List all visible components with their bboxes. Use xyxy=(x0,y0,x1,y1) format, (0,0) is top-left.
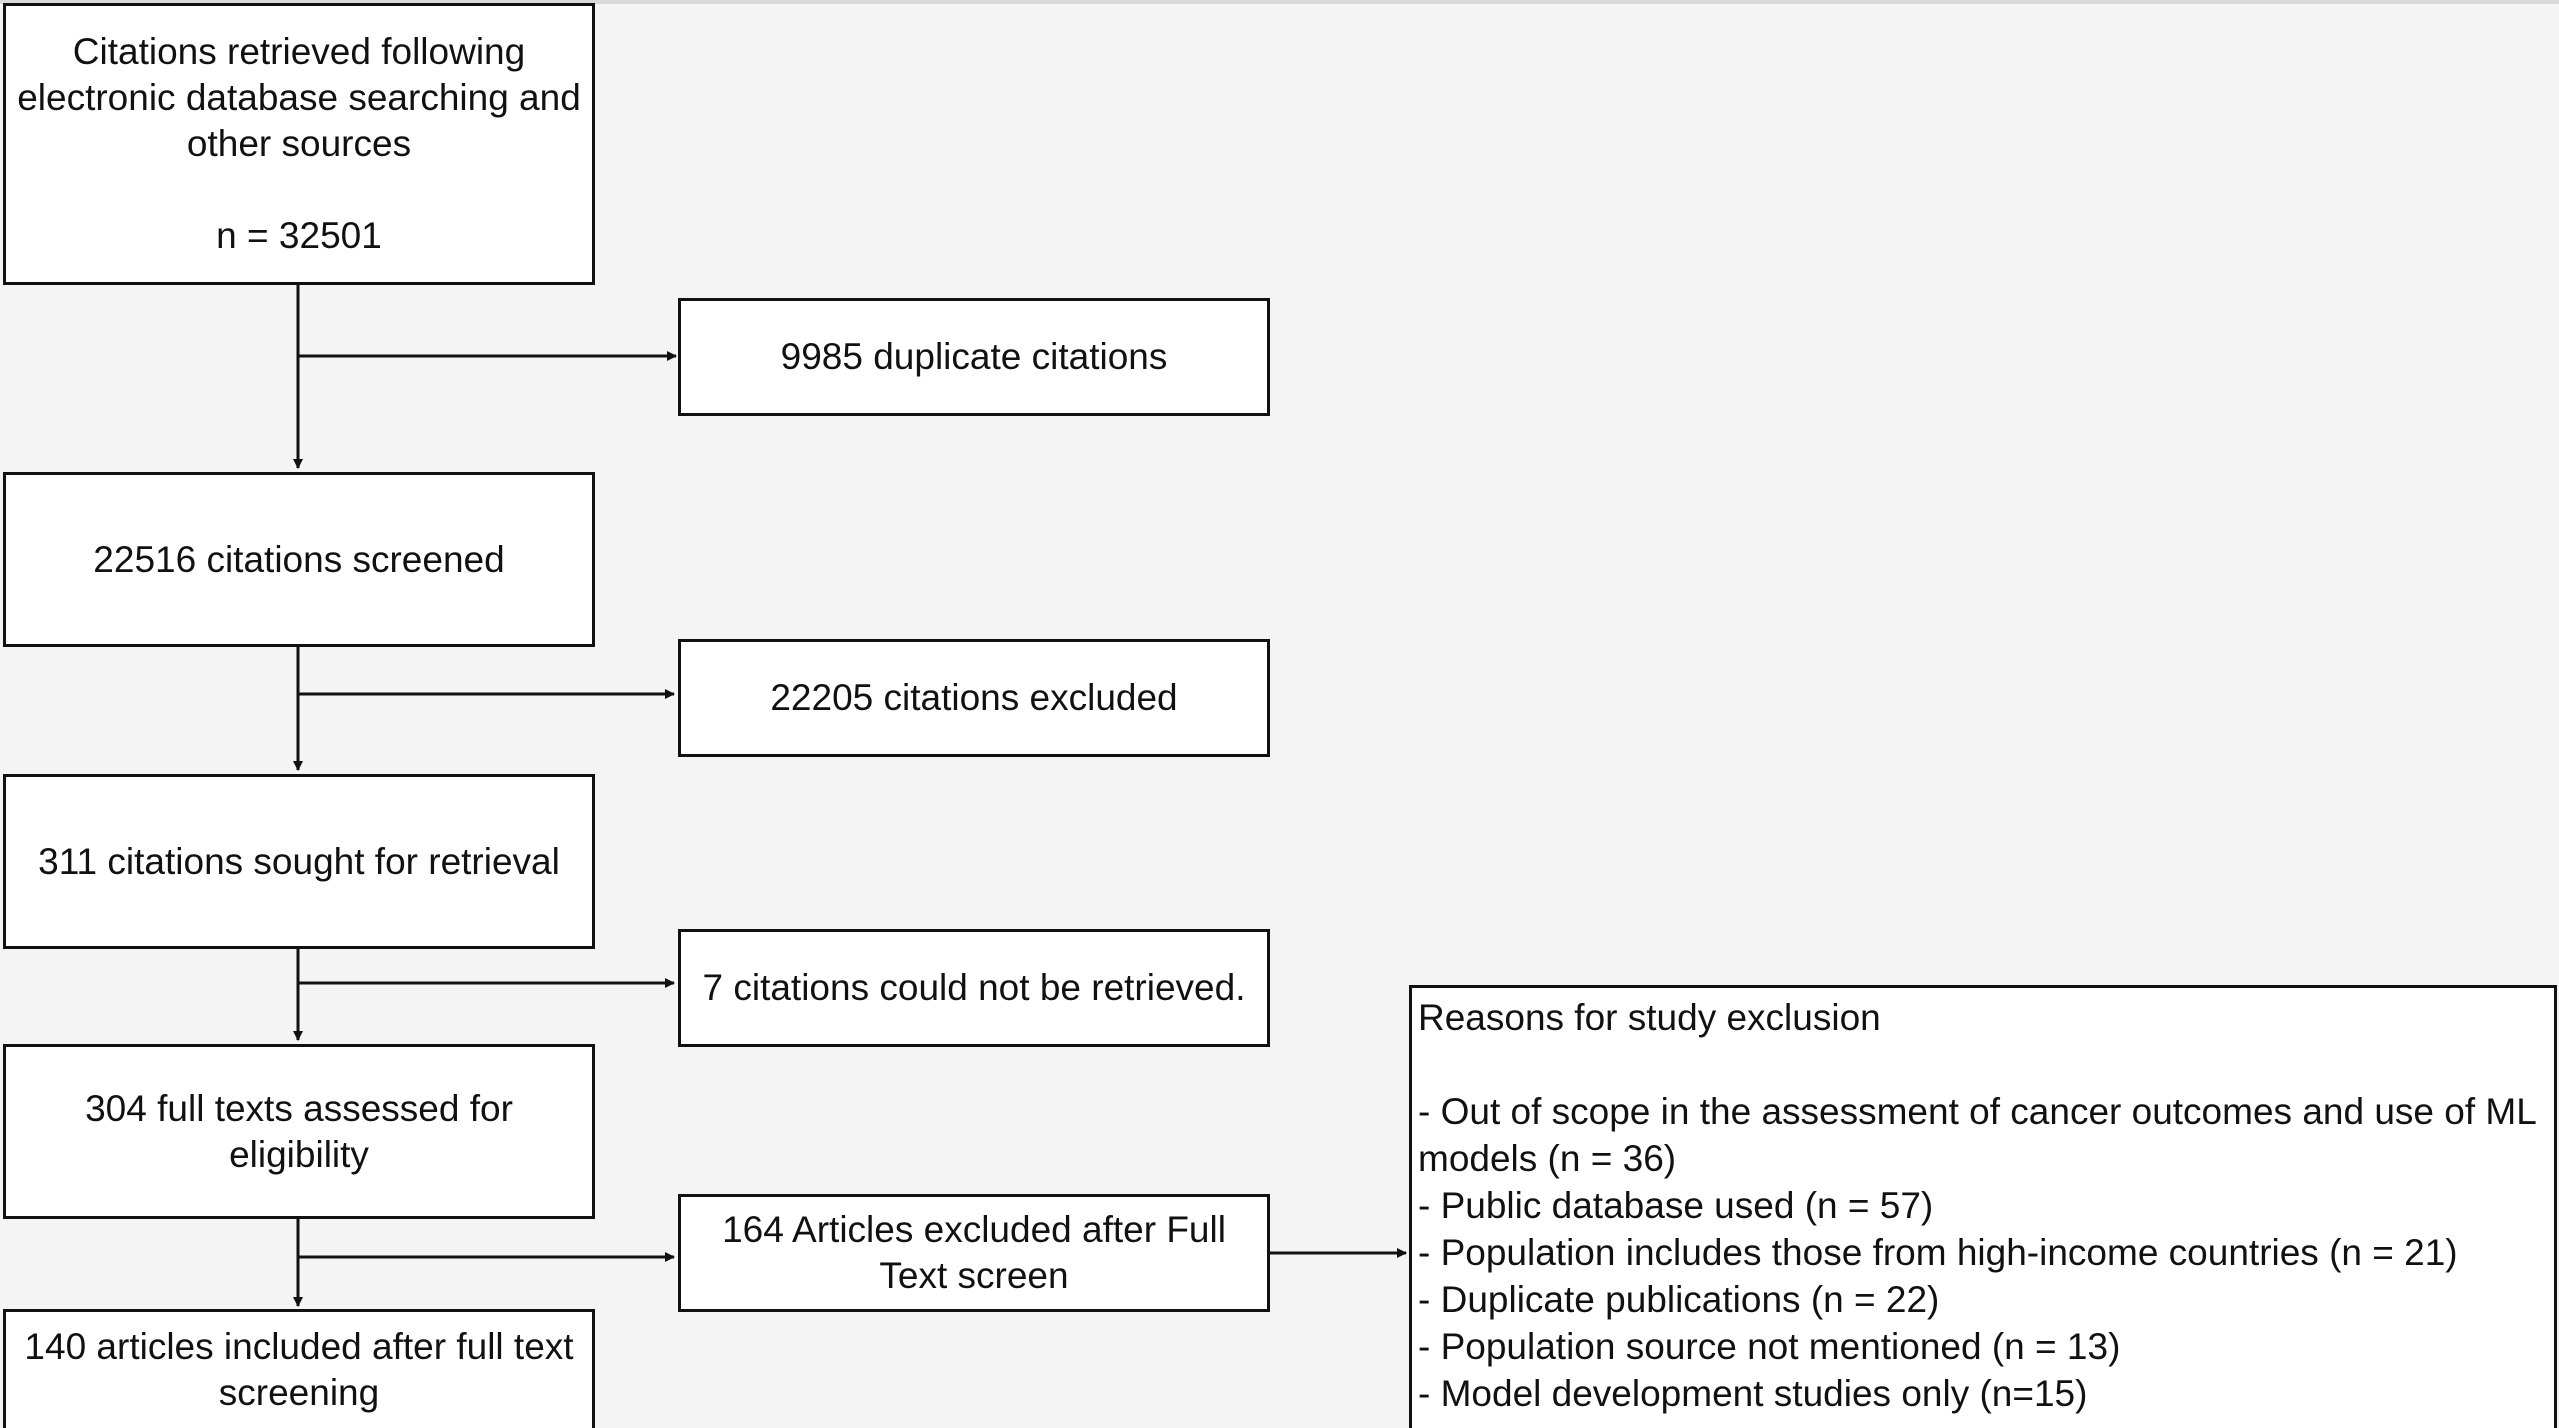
excluded-fulltext-label: 164 Articles excluded after Full Text sc… xyxy=(722,1209,1226,1296)
included-box: 140 articles included after full text sc… xyxy=(3,1309,595,1428)
duplicates-box: 9985 duplicate citations xyxy=(678,298,1270,416)
assessed-label: 304 full texts assessed for eligibility xyxy=(85,1087,513,1175)
reasons-spacer xyxy=(1418,1041,2544,1088)
reason-item-source-not-mentioned: - Population source not mentioned (n = 1… xyxy=(1418,1326,2121,1367)
screened-box: 22516 citations screened xyxy=(3,472,595,647)
sought-box: 311 citations sought for retrieval xyxy=(3,774,595,949)
identified-count: n = 32501 xyxy=(216,215,382,256)
reasons-box: Reasons for study exclusion - Out of sco… xyxy=(1409,985,2557,1428)
reason-item-model-development: - Model development studies only (n=15) xyxy=(1418,1373,2088,1414)
reason-item-public-database: - Public database used (n = 57) xyxy=(1418,1185,1934,1226)
excluded-screening-label: 22205 citations excluded xyxy=(770,677,1178,718)
included-label: 140 articles included after full text sc… xyxy=(24,1326,574,1413)
canvas-top-border xyxy=(0,0,2559,4)
reason-item-duplicates: - Duplicate publications (n = 22) xyxy=(1418,1279,1940,1320)
identified-line-1: Citations retrieved following xyxy=(72,31,526,72)
duplicates-label: 9985 duplicate citations xyxy=(780,336,1168,377)
identified-box: Citations retrieved following electronic… xyxy=(3,3,595,285)
not-retrieved-label: 7 citations could not be retrieved. xyxy=(702,967,1246,1008)
identified-line-2: electronic database searching and xyxy=(17,77,581,118)
identified-line-3: other sources xyxy=(186,123,412,164)
screened-label: 22516 citations screened xyxy=(93,538,505,580)
sought-label: 311 citations sought for retrieval xyxy=(38,840,560,882)
excluded-screening-box: 22205 citations excluded xyxy=(678,639,1270,757)
excluded-fulltext-box: 164 Articles excluded after Full Text sc… xyxy=(678,1194,1270,1312)
not-retrieved-box: 7 citations could not be retrieved. xyxy=(678,929,1270,1047)
assessed-box: 304 full texts assessed for eligibility xyxy=(3,1044,595,1219)
reason-item-scope: - Out of scope in the assessment of canc… xyxy=(1418,1091,2536,1179)
reason-item-high-income: - Population includes those from high-in… xyxy=(1418,1232,2458,1273)
reasons-title: Reasons for study exclusion xyxy=(1418,997,1881,1038)
